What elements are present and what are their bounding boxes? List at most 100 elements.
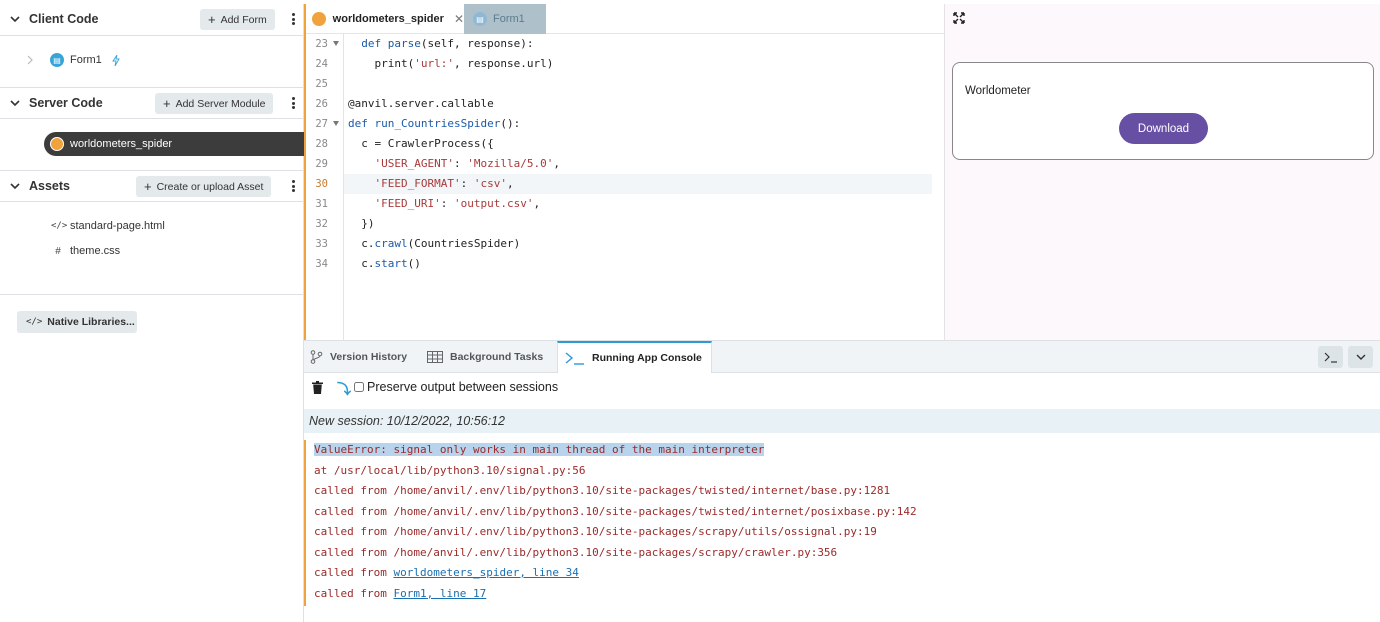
server-code-menu-icon[interactable] <box>289 95 297 111</box>
assets-header[interactable]: Assets + Create or upload Asset <box>0 171 304 201</box>
trace-line: called from Form1, line 17 <box>314 584 486 604</box>
sidebar-item-worldometers-spider[interactable]: worldometers_spider <box>44 132 304 156</box>
code-text: }) <box>348 217 375 230</box>
line-number: 24 <box>315 58 328 70</box>
branch-icon <box>310 350 323 364</box>
tab-version-history[interactable]: Version History <box>310 341 407 373</box>
editor-tab-bar: worldometers_spider ✕ ▤ Form1 <box>306 4 944 34</box>
asset-item-label: standard-page.html <box>70 220 165 232</box>
code-line: 32 }) <box>306 214 944 234</box>
scroll-to-bottom-icon[interactable]: ⤵ <box>337 381 351 397</box>
line-number: 26 <box>315 98 328 110</box>
code-line-highlight <box>344 174 932 194</box>
trace-line: called from /home/anvil/.env/lib/python3… <box>314 484 891 497</box>
server-module-icon <box>312 12 326 26</box>
code-text: def parse(self, response): <box>361 37 534 50</box>
code-text: 'FEED_URI': 'output.csv', <box>374 197 541 210</box>
collapse-panel-button[interactable] <box>1348 346 1373 368</box>
sidebar-item-form1[interactable]: ▤ Form1 <box>26 53 120 67</box>
server-code-header[interactable]: Server Code +Add Server Module <box>0 88 304 118</box>
tab-running-app-console[interactable]: Running App Console <box>557 341 712 373</box>
add-form-button[interactable]: +Add Form <box>200 9 275 30</box>
chevron-down-icon[interactable] <box>9 97 21 109</box>
assets-title: Assets <box>29 179 70 193</box>
line-number: 23 <box>315 38 328 50</box>
expand-icon[interactable] <box>953 12 965 24</box>
code-line: 25 <box>306 74 944 94</box>
client-code-menu-icon[interactable] <box>289 11 297 27</box>
fold-arrow-icon[interactable] <box>333 121 339 126</box>
client-code-title: Client Code <box>29 12 99 26</box>
line-number: 29 <box>315 158 328 170</box>
error-message: ValueError: signal only works in main th… <box>314 443 765 456</box>
code-editor: worldometers_spider ✕ ▤ Form1 23 def par… <box>304 4 944 340</box>
tab-form1[interactable]: ▤ Form1 <box>464 4 546 34</box>
trash-icon[interactable] <box>312 381 323 394</box>
code-text: 'USER_AGENT': 'Mozilla/5.0', <box>374 157 560 170</box>
create-asset-button[interactable]: + Create or upload Asset <box>136 176 272 197</box>
line-number: 25 <box>315 78 328 90</box>
trace-line: called from /home/anvil/.env/lib/python3… <box>314 504 917 518</box>
code-text: print('url:', response.url) <box>348 57 554 70</box>
server-module-icon <box>50 137 64 151</box>
app-preview: Worldometer Download <box>944 4 1380 340</box>
line-number: 31 <box>315 198 328 210</box>
code-line: 30 'FEED_FORMAT': 'csv', <box>306 174 944 194</box>
fold-arrow-icon[interactable] <box>333 41 339 46</box>
create-asset-label: Create or upload Asset <box>156 180 264 193</box>
line-gutter <box>306 34 344 340</box>
close-icon[interactable]: ✕ <box>453 12 464 26</box>
server-code-title: Server Code <box>29 96 103 110</box>
download-button[interactable]: Download <box>1119 113 1208 144</box>
asset-item-theme-css[interactable]: # theme.css <box>51 245 120 257</box>
divider <box>0 294 304 295</box>
divider <box>0 170 304 171</box>
code-text: c = CrawlerProcess({ <box>348 137 494 150</box>
chevron-down-icon[interactable] <box>9 13 21 25</box>
code-text: 'FEED_FORMAT': 'csv', <box>374 177 514 190</box>
trace-line: called from /home/anvil/.env/lib/python3… <box>314 545 838 559</box>
trace-line: called from /home/anvil/.env/lib/python3… <box>314 525 877 538</box>
code-line: 29 'USER_AGENT': 'Mozilla/5.0', <box>306 154 944 174</box>
chevron-right-icon[interactable] <box>26 55 34 65</box>
divider <box>0 118 304 119</box>
code-line: 33 c.crawl(CountriesSpider) <box>306 234 944 254</box>
code-text: @anvil.server.callable <box>348 97 494 110</box>
tab-background-tasks[interactable]: Background Tasks <box>427 341 543 373</box>
bottom-panel: Version History Background Tasks Running… <box>304 340 1380 622</box>
add-form-label: Add Form <box>220 13 267 26</box>
worldometer-label: Worldometer <box>965 85 1031 97</box>
client-code-header[interactable]: Client Code +Add Form <box>0 4 304 34</box>
tab-label: Background Tasks <box>450 351 544 363</box>
trace-prefix: called from <box>314 586 394 600</box>
trace-line: at /usr/local/lib/python3.10/signal.py:5… <box>314 463 586 477</box>
error-line: ValueError: signal only works in main th… <box>314 440 765 460</box>
code-icon: </> <box>51 221 68 231</box>
divider <box>0 201 304 202</box>
asset-item-standard-page[interactable]: </> standard-page.html <box>51 220 165 232</box>
line-number: 27 <box>315 118 328 130</box>
trace-link[interactable]: worldometers_spider, line 34 <box>393 566 579 579</box>
preserve-output-checkbox[interactable]: Preserve output between sessions <box>354 380 558 394</box>
divider <box>0 87 304 88</box>
code-text: def run_CountriesSpider(): <box>348 117 521 130</box>
lightning-icon <box>111 54 120 66</box>
chevron-down-icon[interactable] <box>9 180 21 192</box>
line-number: 34 <box>315 258 328 270</box>
plus-icon: + <box>144 179 152 194</box>
code-text: c.start() <box>348 257 421 270</box>
native-libraries-button[interactable]: </> Native Libraries... <box>17 311 137 333</box>
tab-label: Version History <box>330 351 408 363</box>
tab-worldometers-spider[interactable]: worldometers_spider ✕ <box>306 4 464 34</box>
assets-menu-icon[interactable] <box>289 178 297 194</box>
code-line: 27 def run_CountriesSpider(): <box>306 114 944 134</box>
preserve-checkbox[interactable] <box>354 382 364 392</box>
code-line: 34 c.start() <box>306 254 944 274</box>
code-icon: </> <box>26 317 43 327</box>
trace-link[interactable]: Form1, line 17 <box>393 586 487 600</box>
add-server-module-button[interactable]: +Add Server Module <box>155 93 274 114</box>
terminal-button[interactable] <box>1318 346 1343 368</box>
plus-icon: + <box>163 96 171 111</box>
session-banner: New session: 10/12/2022, 10:56:12 <box>304 409 1380 433</box>
